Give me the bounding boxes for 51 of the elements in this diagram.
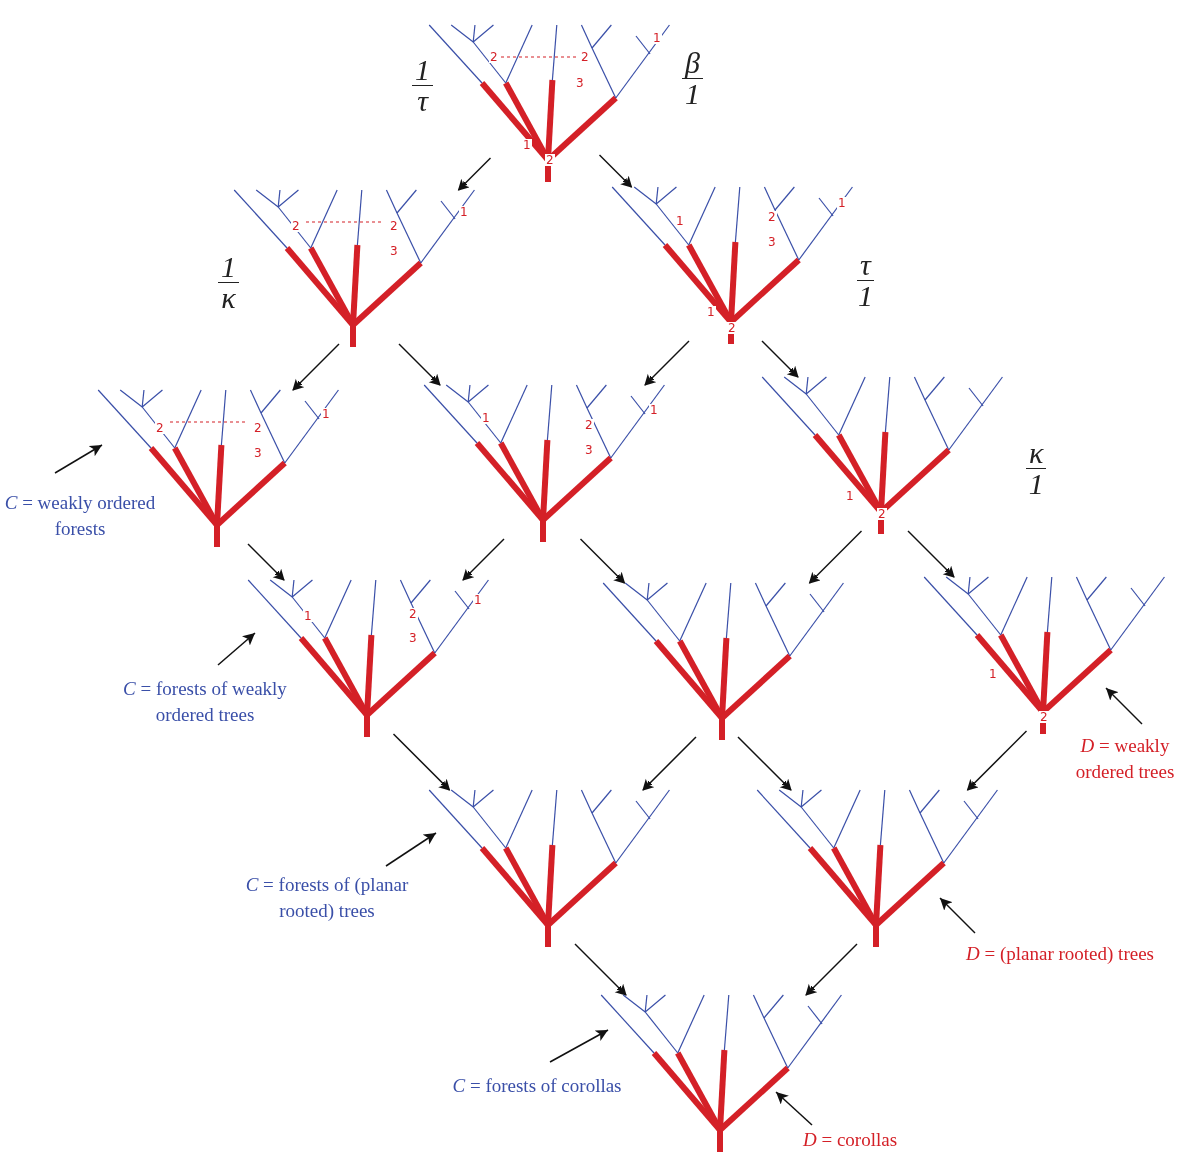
vertex-number: 1	[837, 197, 847, 209]
class-label: D = corollas	[775, 1127, 925, 1153]
vertex-number: 2	[253, 422, 263, 434]
vertex-number: 1	[481, 412, 491, 424]
class-label: C = weakly ordered forests	[0, 490, 160, 542]
vertex-number: 3	[767, 236, 777, 248]
vertex-number: 2	[545, 154, 555, 166]
vertex-number: 1	[459, 206, 469, 218]
vertex-number: 2	[489, 51, 499, 63]
vertex-number: 2	[727, 322, 737, 334]
class-label: C = forests of corollas	[417, 1073, 657, 1099]
fraction-label: κ 1	[1026, 438, 1047, 499]
class-label: C = forests of (planar rooted) trees	[217, 872, 437, 924]
vertex-number: 1	[321, 408, 331, 420]
vertex-number: 1	[845, 490, 855, 502]
arrow	[549, 1029, 609, 1063]
vertex-number: 3	[408, 632, 418, 644]
vertex-number: 1	[473, 594, 483, 606]
vertex-number: 1	[522, 139, 532, 151]
vertex-number: 1	[675, 215, 685, 227]
fraction-label: 1 κ	[218, 252, 239, 313]
vertex-number: 2	[1039, 711, 1049, 723]
fraction-label: τ 1	[857, 250, 874, 311]
vertex-number: 2	[389, 220, 399, 232]
fraction-label: β 1	[682, 48, 703, 109]
arrow	[217, 632, 256, 666]
vertex-number: 3	[584, 444, 594, 456]
vertex-number: 1	[988, 668, 998, 680]
class-label: D = weakly ordered trees	[1050, 733, 1193, 785]
vertex-number: 3	[575, 77, 585, 89]
vertex-number: 2	[767, 211, 777, 223]
vertex-number: 2	[291, 220, 301, 232]
vertex-number: 2	[408, 608, 418, 620]
arrow	[775, 1091, 813, 1126]
arrow	[1105, 687, 1143, 725]
class-label: D = (planar rooted) trees	[930, 941, 1190, 967]
vertex-number: 2	[155, 422, 165, 434]
vertex-number: 1	[303, 610, 313, 622]
fraction-label: 1 τ	[412, 55, 433, 116]
vertex-number: 2	[877, 508, 887, 520]
vertex-number: 1	[706, 306, 716, 318]
arrow	[54, 444, 103, 474]
vertex-number: 1	[652, 32, 662, 44]
vertex-number: 2	[584, 419, 594, 431]
vertex-number: 2	[580, 51, 590, 63]
arrow	[939, 897, 976, 934]
vertex-number: 3	[253, 447, 263, 459]
vertex-number: 3	[389, 245, 399, 257]
vertex-number: 1	[649, 404, 659, 416]
class-label: C = forests of weakly ordered trees	[95, 676, 315, 728]
arrow	[385, 832, 437, 867]
